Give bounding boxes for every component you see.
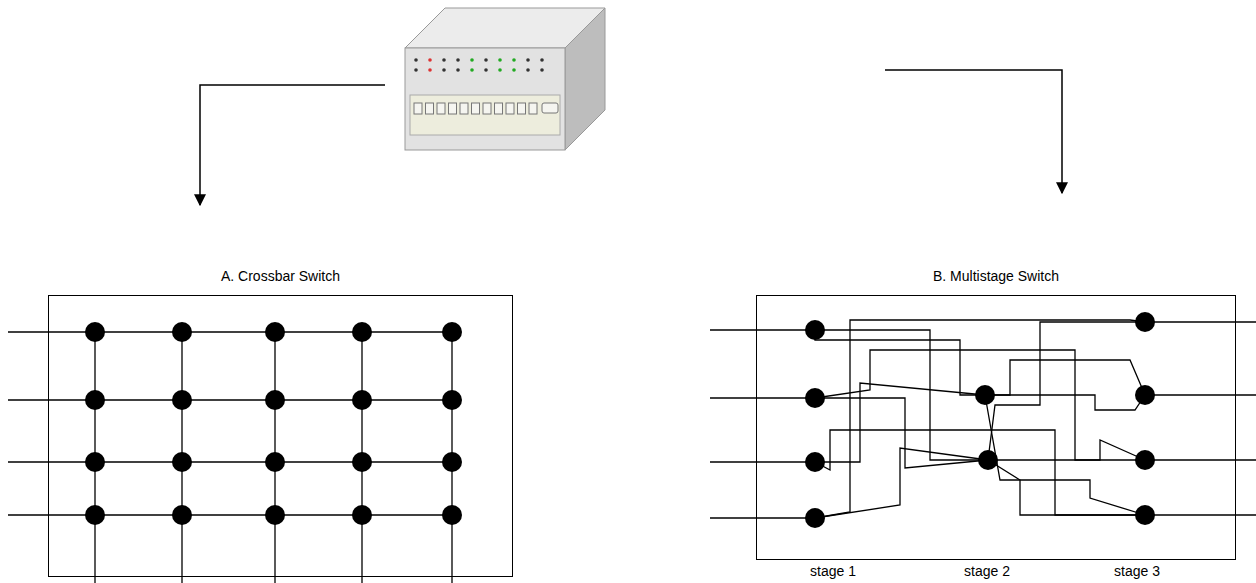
crosspoint — [442, 390, 462, 410]
status-led — [498, 68, 502, 72]
switch-point — [805, 320, 825, 340]
port — [483, 103, 491, 114]
network-device — [405, 8, 605, 150]
port — [426, 103, 434, 114]
status-led — [526, 58, 530, 62]
status-led — [428, 58, 432, 62]
status-led — [456, 58, 460, 62]
status-led — [512, 58, 516, 62]
status-led — [512, 68, 516, 72]
status-led — [484, 58, 488, 62]
crosspoint — [172, 452, 192, 472]
status-led — [470, 68, 474, 72]
input-line — [8, 461, 452, 462]
switch-point — [1135, 450, 1155, 470]
serial-port — [542, 103, 558, 113]
port — [518, 103, 526, 114]
stage-label: stage 1 — [808, 563, 858, 579]
switch-point — [805, 452, 825, 472]
crosspoint — [265, 322, 285, 342]
port — [529, 103, 537, 114]
crosspoint — [352, 452, 372, 472]
switch-point — [805, 388, 825, 408]
crosspoint — [85, 452, 105, 472]
multistage-box: B. Multistage Switch — [756, 295, 1236, 560]
crosspoint — [85, 390, 105, 410]
switch-point — [978, 450, 998, 470]
crosspoint — [85, 505, 105, 525]
status-led — [456, 68, 460, 72]
switch-point — [805, 508, 825, 528]
switch-points — [805, 312, 1155, 528]
crosspoint — [172, 505, 192, 525]
status-led — [526, 68, 530, 72]
switch-point — [1135, 385, 1155, 405]
stage-label: stage 3 — [1112, 563, 1162, 579]
status-led — [442, 58, 446, 62]
switch-point — [1135, 312, 1155, 332]
switch-title: A. Crossbar Switch — [221, 268, 340, 284]
port — [437, 103, 445, 114]
crosspoint — [265, 505, 285, 525]
pointer-arrow — [885, 70, 1062, 193]
port — [472, 103, 480, 114]
status-led — [540, 68, 544, 72]
switch-point — [975, 385, 995, 405]
crosspoint — [172, 390, 192, 410]
status-led — [414, 58, 418, 62]
crosspoint — [265, 390, 285, 410]
crosspoint — [352, 322, 372, 342]
input-line — [8, 331, 452, 332]
multistage-network — [710, 320, 1256, 518]
pointer-arrow — [200, 85, 385, 205]
status-led — [484, 68, 488, 72]
crosspoint — [442, 452, 462, 472]
status-led — [428, 68, 432, 72]
crosspoint — [442, 322, 462, 342]
crosspoint — [442, 505, 462, 525]
status-led — [498, 58, 502, 62]
status-led — [414, 68, 418, 72]
crosspoint — [172, 322, 192, 342]
port — [506, 103, 514, 114]
status-led — [540, 58, 544, 62]
port — [449, 103, 457, 114]
crossbar-box: A. Crossbar Switch — [48, 295, 513, 577]
crosspoint — [352, 390, 372, 410]
crosspoint — [85, 322, 105, 342]
switch-title: B. Multistage Switch — [933, 268, 1059, 284]
switch-point — [1135, 505, 1155, 525]
input-line — [8, 399, 452, 400]
crossbar-grid — [8, 322, 462, 583]
crosspoint — [265, 452, 285, 472]
stage-label: stage 2 — [962, 563, 1012, 579]
status-led — [442, 68, 446, 72]
status-led — [470, 58, 474, 62]
input-line — [8, 514, 452, 515]
crosspoint — [352, 505, 372, 525]
port — [460, 103, 468, 114]
port — [414, 103, 422, 114]
port — [495, 103, 503, 114]
